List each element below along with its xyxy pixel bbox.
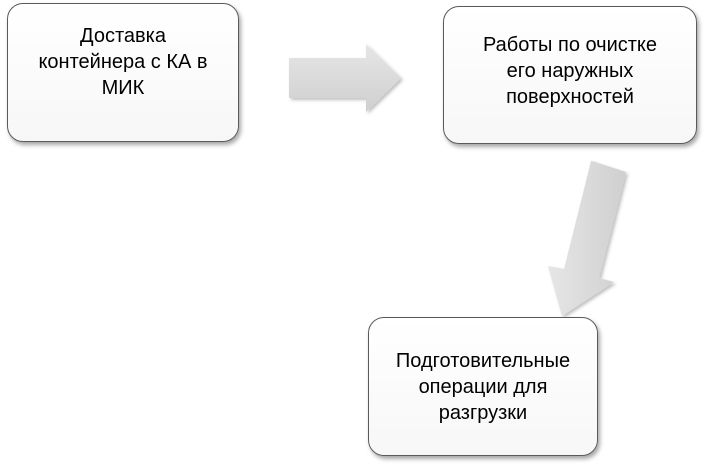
step-box-cleaning: Работы по очистке его наружных поверхнос… — [443, 6, 697, 144]
arrow-n1-to-n2 — [289, 44, 401, 112]
step-label-cleaning: Работы по очистке его наружных поверхнос… — [482, 34, 658, 108]
step-label-preparation: Подготовительные операции для разгрузки — [395, 349, 571, 424]
arrow-n2-to-n3 — [548, 161, 626, 316]
step-box-delivery: Доставка контейнера с КА в МИК — [7, 3, 239, 142]
step-label-delivery: Доставка контейнера с КА в МИК — [38, 24, 208, 99]
step-box-preparation: Подготовительные операции для разгрузки — [368, 317, 598, 456]
